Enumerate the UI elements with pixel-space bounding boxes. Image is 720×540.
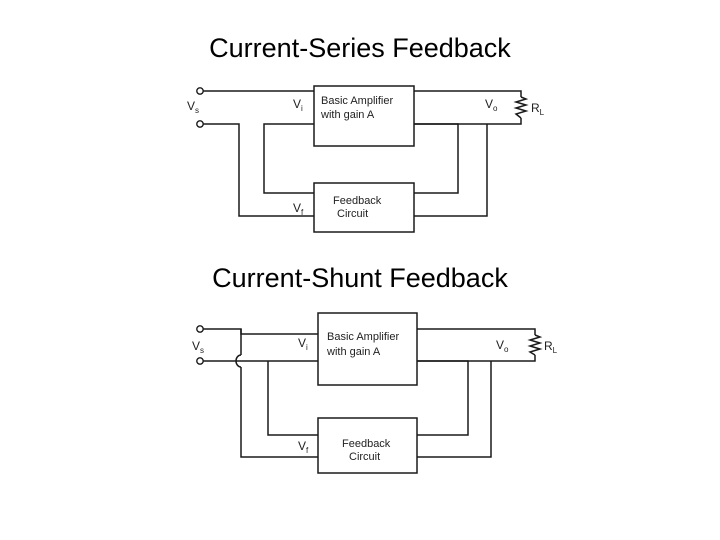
series-amplifier-gain-label: with gain A	[320, 109, 375, 121]
series-input-terminal-top	[196, 87, 204, 95]
shunt-feedback-mid-wire	[417, 360, 469, 436]
shunt-amplifier-label: Basic Amplifier	[327, 331, 399, 343]
series-output-top-wire	[414, 90, 522, 97]
shunt-output-top-wire	[417, 328, 536, 335]
shunt-feedback-box	[317, 417, 418, 474]
series-rl-label: RL	[531, 101, 545, 117]
series-output-bottom-wire	[414, 118, 522, 125]
series-input-terminal-bottom	[196, 120, 204, 128]
shunt-input-terminal-bottom	[196, 357, 204, 365]
current-shunt-title: Current-Shunt Feedback	[212, 263, 508, 293]
shunt-circuit-label: Circuit	[349, 451, 380, 463]
shunt-output-bottom-wire	[417, 355, 536, 362]
series-circuit-label: Circuit	[337, 208, 368, 220]
shunt-feedback-return-wire	[240, 367, 318, 458]
shunt-load-resistor	[527, 334, 543, 356]
current-series-title: Current-Series Feedback	[209, 33, 511, 63]
current-shunt-diagram: Basic Amplifier with gain A Feedback Cir…	[192, 312, 558, 474]
series-amplifier-box	[313, 85, 415, 147]
shunt-rl-label: RL	[544, 339, 558, 355]
current-series-diagram: Basic Amplifier with gain A Feedback Cir…	[187, 85, 545, 233]
shunt-input-top-wire	[203, 328, 242, 355]
series-vi-return-wire	[263, 123, 314, 194]
series-vo-label: Vo	[485, 97, 498, 113]
shunt-vi-label: Vi	[298, 336, 308, 352]
series-amplifier-label: Basic Amplifier	[321, 95, 393, 107]
shunt-input-terminal-top	[196, 325, 204, 333]
shunt-amplifier-gain-label: with gain A	[326, 346, 381, 358]
series-feedback-sample-wire	[414, 124, 488, 217]
series-vs-label: Vs	[187, 99, 199, 115]
shunt-input-feed-wire	[240, 329, 318, 335]
shunt-vo-label: Vo	[496, 338, 509, 354]
series-vf-label: Vf	[293, 201, 304, 217]
series-input-bottom-wire	[203, 123, 314, 217]
series-load-resistor	[513, 96, 529, 119]
series-feedback-label: Feedback	[333, 195, 382, 207]
shunt-vi-return-wire	[267, 361, 318, 436]
shunt-amplifier-box	[317, 312, 418, 386]
series-vi-label: Vi	[293, 97, 303, 113]
shunt-vs-label: Vs	[192, 339, 204, 355]
series-feedback-box	[313, 182, 415, 233]
shunt-feedback-label: Feedback	[342, 438, 391, 450]
shunt-feedback-sample-wire	[417, 361, 492, 458]
series-feedback-mid-wire	[414, 123, 459, 194]
shunt-vf-label: Vf	[298, 439, 309, 455]
